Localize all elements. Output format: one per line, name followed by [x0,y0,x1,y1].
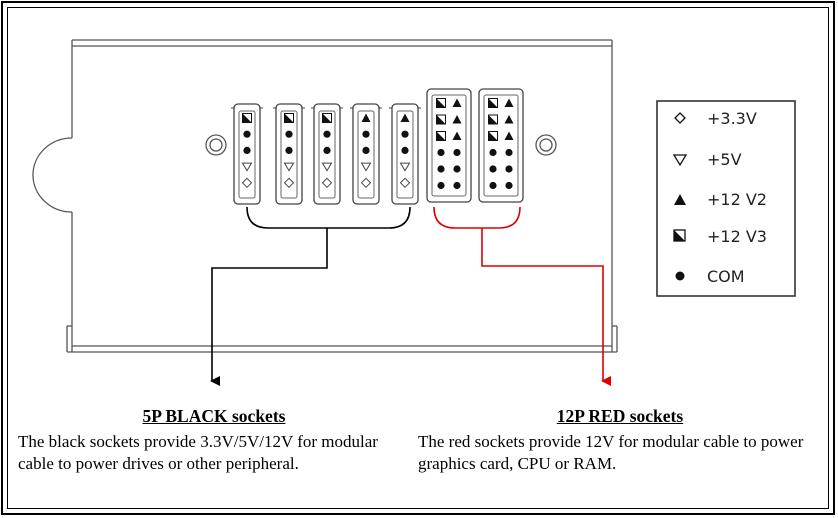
legend-item-com: COM [675,267,745,286]
legend-label-3v3: +3.3V [707,109,757,128]
half-square-icon [242,113,252,123]
legend-item-12v2: +12 V2 [674,190,767,209]
dot-icon [401,130,409,138]
half-square-icon [436,98,446,108]
half-square-icon [488,98,498,108]
diamond-icon [360,177,372,189]
dot-icon [505,148,513,157]
dot-icon [453,165,461,173]
dot-icon [505,165,513,173]
triangle-down-icon [360,162,372,172]
red-sockets-title: 12P RED sockets [556,406,684,426]
black-sockets-title: 5P BLACK sockets [142,406,286,426]
half-square-icon [673,229,686,242]
triangle-up-icon [452,98,462,107]
diamond-icon [399,177,411,189]
inner-border [7,7,829,509]
black-socket [231,103,263,205]
mounting-hole-right [535,134,557,156]
triangle-down-icon [399,162,411,172]
diamond-icon [241,177,253,189]
triangle-up-icon [504,131,514,140]
dot-icon [489,181,497,190]
triangle-up-icon [504,98,514,107]
black-socket [311,103,343,205]
triangle-up-icon [400,113,410,122]
legend-label-com: COM [707,267,745,286]
dot-icon [323,130,331,138]
red-sockets-caption: 12P RED sockets The red sockets provide … [418,405,822,475]
triangle-up-icon [452,131,462,140]
red-sockets-description: The red sockets provide 12V for modular … [418,432,804,473]
half-square-icon [436,114,446,125]
half-square-icon [488,114,498,125]
triangle-down-icon [241,162,253,172]
dot-icon [362,146,370,154]
triangle-down-icon [321,162,333,172]
dot-icon [437,165,445,173]
half-square-icon [322,113,332,123]
black-socket [350,103,382,205]
red-socket [478,88,524,203]
legend-label-12v2: +12 V2 [707,190,767,209]
dot-icon [437,148,445,157]
half-square-icon [488,131,498,141]
black-wire [210,206,411,386]
dot-icon [285,130,293,138]
triangle-up-icon [452,115,462,124]
dot-icon [323,146,331,154]
triangle-up-icon [674,194,686,205]
black-socket [273,103,305,205]
red-socket [426,88,472,203]
triangle-up-icon [504,115,514,124]
dot-icon [489,165,497,173]
dot-icon [362,130,370,138]
psu-panel [32,39,618,353]
dot-icon [505,181,513,190]
dot-icon [675,271,685,281]
legend-item-3v3: +3.3V [674,109,757,128]
mounting-hole-left [205,134,227,156]
half-square-icon [436,131,446,141]
dot-icon [489,148,497,157]
black-sockets-caption: 5P BLACK sockets The black sockets provi… [18,405,410,475]
dot-icon [453,181,461,190]
dot-icon [243,146,251,154]
dot-icon [453,148,461,157]
legend-label-12v3: +12 V3 [707,227,767,246]
red-socket-group [426,88,524,203]
diamond-icon [283,177,295,189]
pin-legend: +3.3V +5V +12 V2 +12 V3 COM [656,100,796,297]
diamond-icon [674,112,686,124]
dot-icon [243,130,251,138]
black-socket [389,103,421,205]
red-wire [433,206,611,386]
legend-label-5v: +5V [707,150,742,169]
triangle-down-icon [672,154,688,167]
triangle-up-icon [361,113,371,122]
diamond-icon [321,177,333,189]
triangle-down-icon [283,162,295,172]
legend-item-5v: +5V [672,150,742,169]
dot-icon [437,181,445,190]
dot-icon [401,146,409,154]
black-sockets-description: The black sockets provide 3.3V/5V/12V fo… [18,432,378,473]
legend-item-12v3: +12 V3 [673,227,767,246]
dot-icon [285,146,293,154]
half-square-icon [284,113,294,123]
black-socket-group [231,103,421,205]
